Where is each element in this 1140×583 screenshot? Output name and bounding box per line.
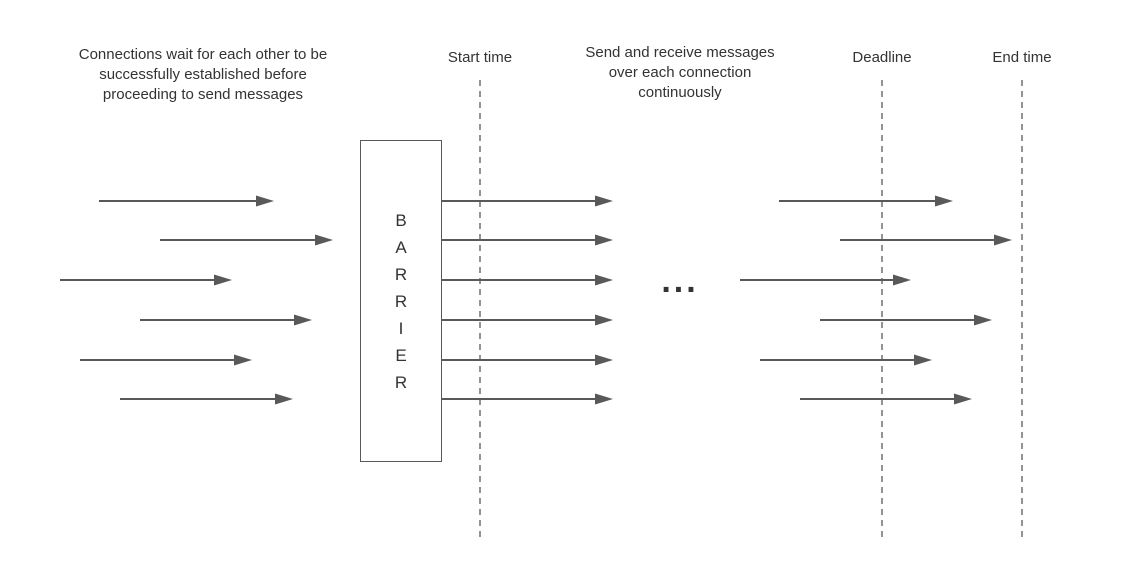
continuation-ellipsis: ... [661, 262, 699, 300]
flow-arrow-head [974, 314, 992, 326]
flow-arrow-head [214, 274, 232, 286]
barrier-label: B A R R I E R [394, 210, 408, 392]
end-time-label: End time [992, 49, 1052, 66]
start-time-label: Start time [447, 49, 513, 66]
flow-arrow-head [914, 354, 932, 366]
flow-arrow-head [954, 393, 972, 405]
connections-note: Connections wait for each other to be su… [78, 46, 328, 103]
flow-arrow-head [595, 314, 613, 326]
flow-arrow-head [595, 274, 613, 286]
flow-arrow-head [256, 195, 274, 207]
flow-arrow-head [595, 393, 613, 405]
barrier-box: B A R R I E R [360, 140, 442, 462]
flow-arrow-head [294, 314, 312, 326]
flow-arrow-head [595, 195, 613, 207]
flow-arrow-head [595, 234, 613, 246]
flow-arrow-head [275, 393, 293, 405]
flow-arrow-head [234, 354, 252, 366]
deadline-label: Deadline [852, 49, 912, 66]
messages-note: Send and receive messages over each conn… [585, 44, 775, 101]
flow-arrow-head [994, 234, 1012, 246]
flow-arrow-head [595, 354, 613, 366]
flow-arrow-head [893, 274, 911, 286]
flow-arrow-head [315, 234, 333, 246]
flow-arrow-head [935, 195, 953, 207]
